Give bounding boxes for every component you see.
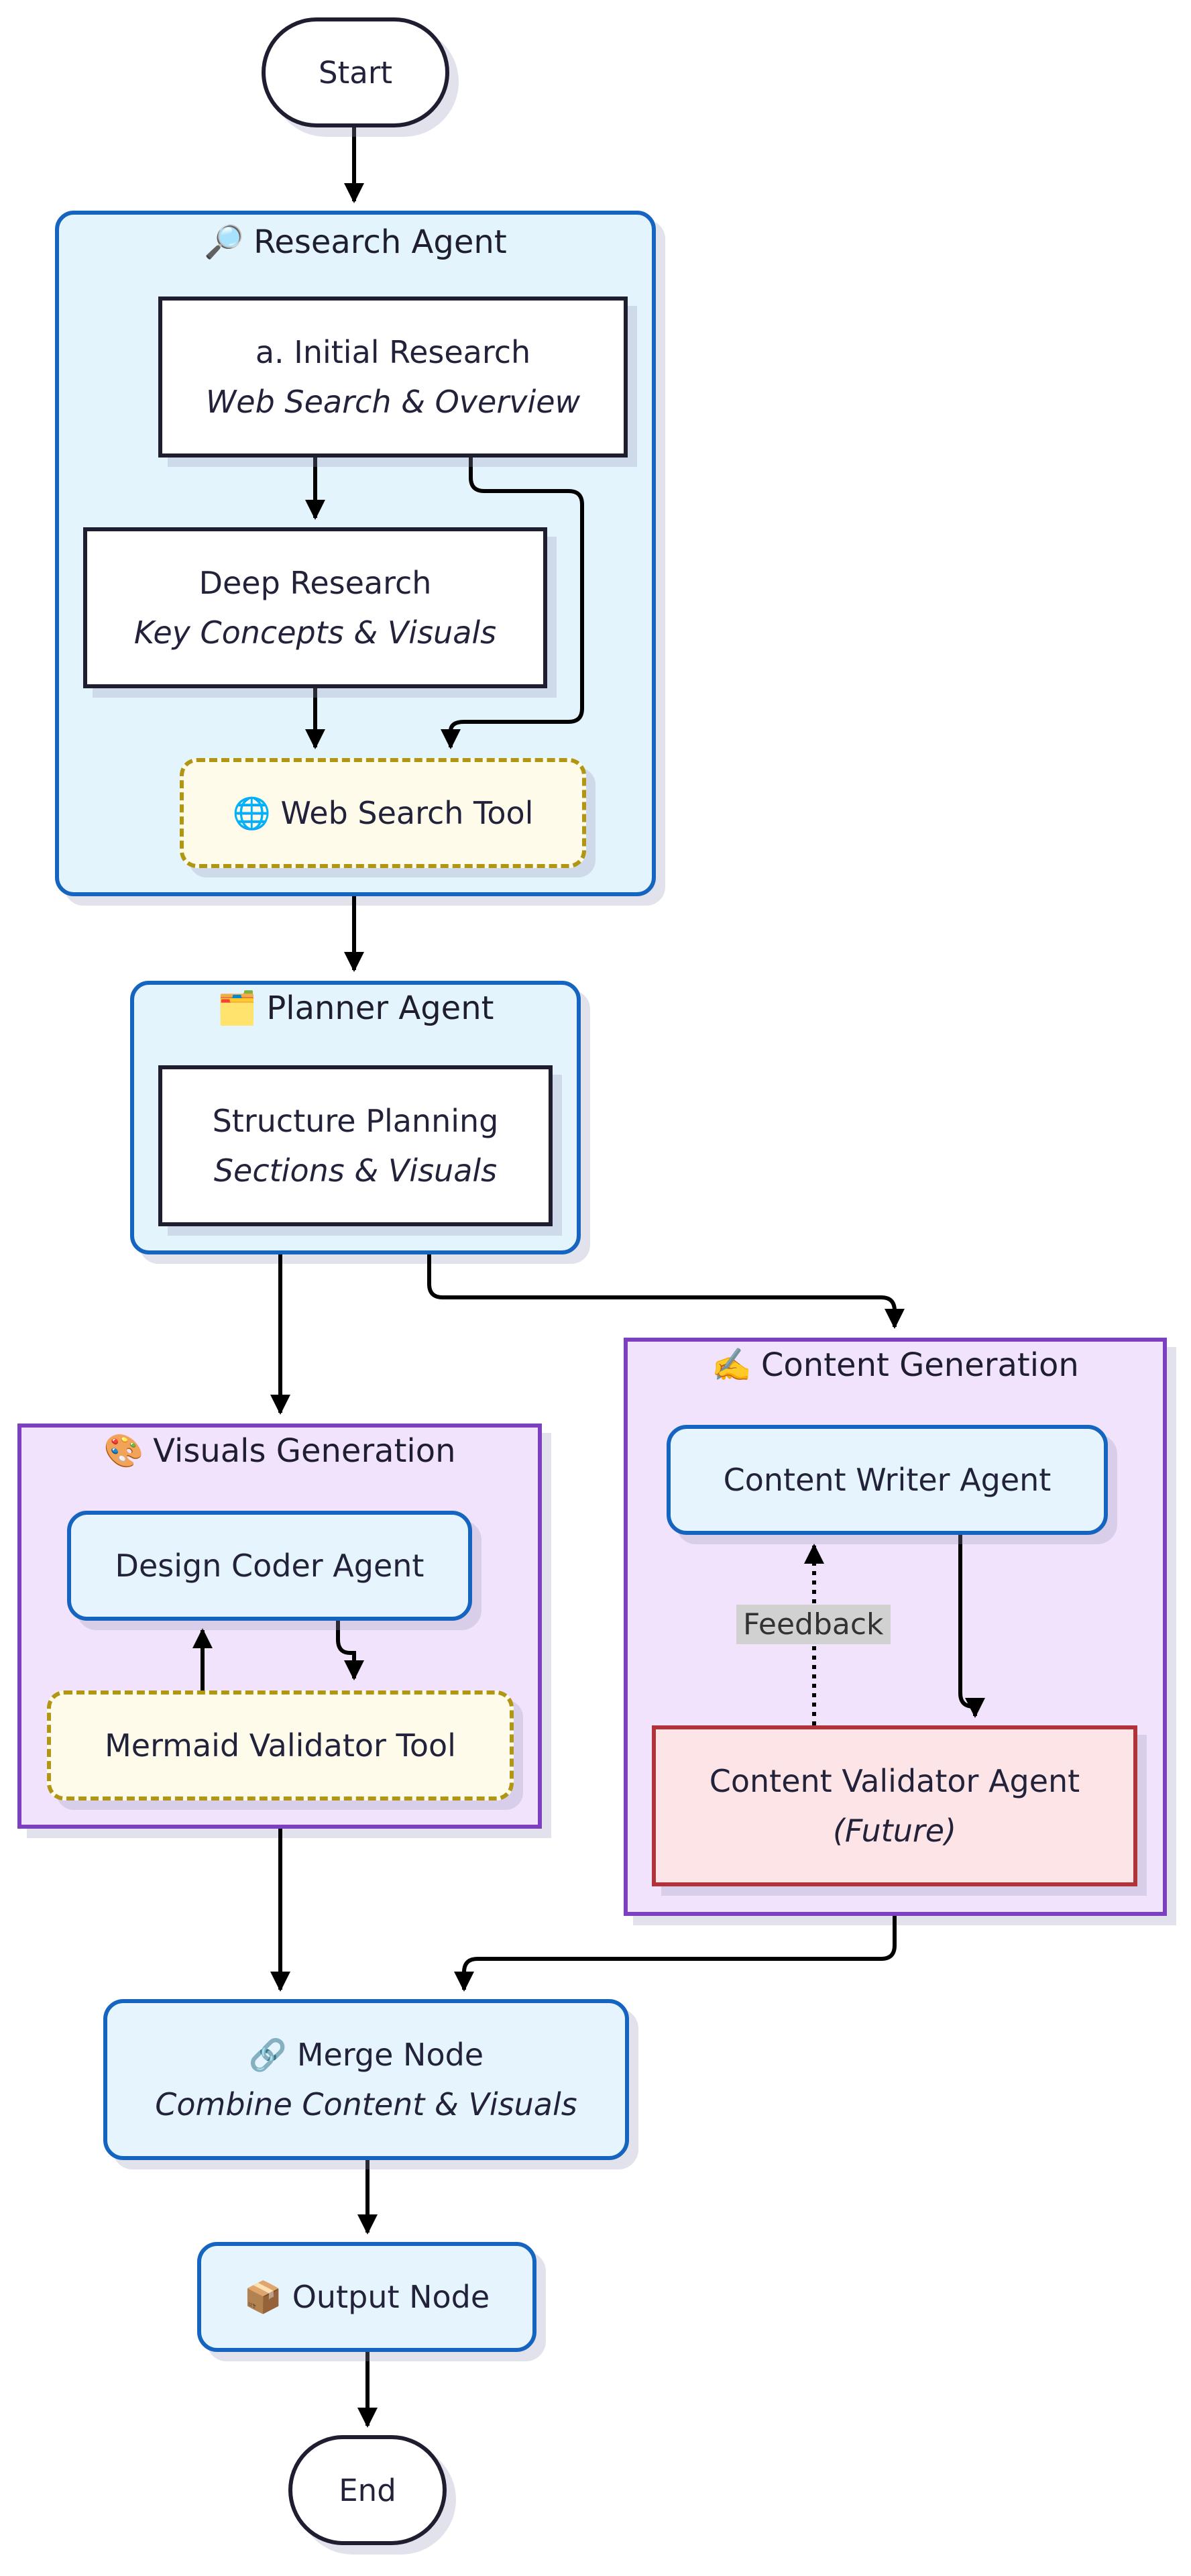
edge-coder-to-mermaid bbox=[336, 1621, 364, 1680]
edge-content-to-merge bbox=[454, 1916, 897, 1992]
output-node: 📦 Output Node bbox=[197, 2242, 536, 2352]
web-search-tool-node: 🌐 Web Search Tool bbox=[180, 758, 586, 868]
research-agent-title: Research Agent bbox=[253, 223, 507, 261]
design-coder-agent-node: Design Coder Agent bbox=[67, 1511, 472, 1621]
end-node: End bbox=[288, 2435, 447, 2545]
merge-node: 🔗 Merge Node Combine Content & Visuals bbox=[103, 1999, 629, 2160]
mermaid-validator-tool-node: Mermaid Validator Tool bbox=[47, 1690, 514, 1801]
feedback-edge-label: Feedback bbox=[736, 1605, 891, 1644]
magnifier-icon: 🔎 bbox=[204, 223, 245, 261]
content-writer-label: Content Writer Agent bbox=[723, 1462, 1052, 1498]
planner-agent-title: Planner Agent bbox=[266, 989, 494, 1027]
palette-icon: 🎨 bbox=[103, 1432, 144, 1470]
deep-research-title: Deep Research bbox=[198, 565, 432, 601]
content-validator-agent-node: Content Validator Agent (Future) bbox=[652, 1725, 1137, 1886]
mermaid-validator-label: Mermaid Validator Tool bbox=[105, 1727, 456, 1764]
card-index-icon: 🗂️ bbox=[217, 989, 258, 1027]
content-validator-subtitle: (Future) bbox=[832, 1813, 957, 1849]
merge-node-title: Merge Node bbox=[296, 2037, 484, 2073]
structure-planning-title: Structure Planning bbox=[212, 1103, 499, 1139]
initial-research-subtitle: Web Search & Overview bbox=[205, 384, 581, 420]
output-node-label: Output Node bbox=[292, 2279, 490, 2315]
initial-research-node: a. Initial Research Web Search & Overvie… bbox=[158, 297, 628, 458]
content-generation-title: Content Generation bbox=[760, 1346, 1079, 1384]
design-coder-label: Design Coder Agent bbox=[115, 1548, 424, 1584]
globe-icon: 🌐 bbox=[232, 794, 271, 831]
edge-writer-to-validator bbox=[958, 1535, 985, 1718]
initial-research-title: a. Initial Research bbox=[255, 334, 531, 370]
start-label: Start bbox=[319, 54, 392, 91]
writing-hand-icon: ✍️ bbox=[712, 1346, 752, 1384]
end-label: End bbox=[339, 2472, 396, 2508]
content-validator-title: Content Validator Agent bbox=[709, 1763, 1080, 1799]
edge-planner-to-content bbox=[427, 1254, 905, 1329]
content-writer-agent-node: Content Writer Agent bbox=[667, 1425, 1108, 1535]
package-icon: 📦 bbox=[243, 2279, 283, 2315]
web-search-tool-label: Web Search Tool bbox=[280, 794, 534, 831]
start-node: Start bbox=[262, 17, 449, 127]
link-icon: 🔗 bbox=[248, 2037, 288, 2073]
merge-node-subtitle: Combine Content & Visuals bbox=[155, 2086, 577, 2123]
deep-research-subtitle: Key Concepts & Visuals bbox=[133, 614, 497, 651]
visuals-generation-title: Visuals Generation bbox=[153, 1432, 456, 1470]
edge-initial-to-websearch bbox=[441, 456, 584, 749]
structure-planning-subtitle: Sections & Visuals bbox=[213, 1152, 498, 1189]
structure-planning-node: Structure Planning Sections & Visuals bbox=[158, 1065, 553, 1226]
deep-research-node: Deep Research Key Concepts & Visuals bbox=[83, 527, 547, 688]
